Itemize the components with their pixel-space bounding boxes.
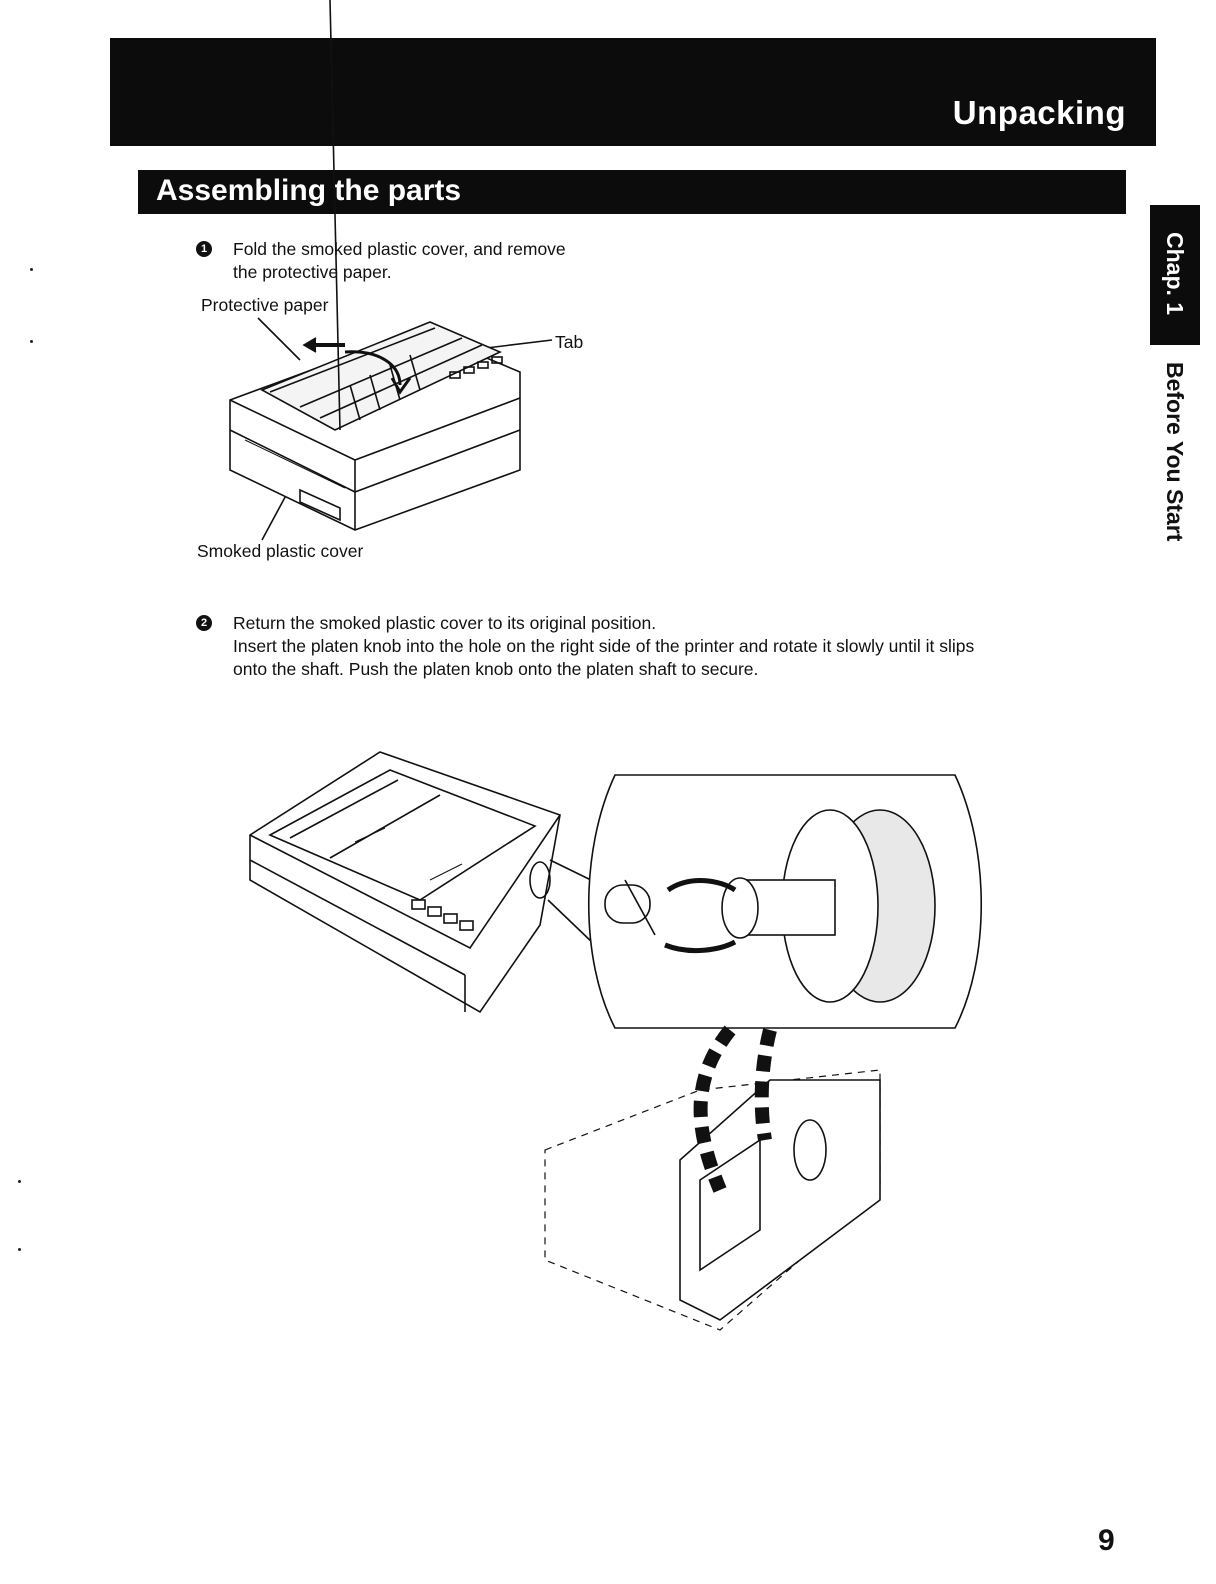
- margin-dot: [18, 1180, 21, 1183]
- platen-knob-illustration: [0, 0, 1216, 1400]
- page-number: 9: [1098, 1524, 1115, 1558]
- margin-dot: [30, 268, 33, 271]
- margin-dot: [30, 340, 33, 343]
- margin-dot: [18, 1248, 21, 1251]
